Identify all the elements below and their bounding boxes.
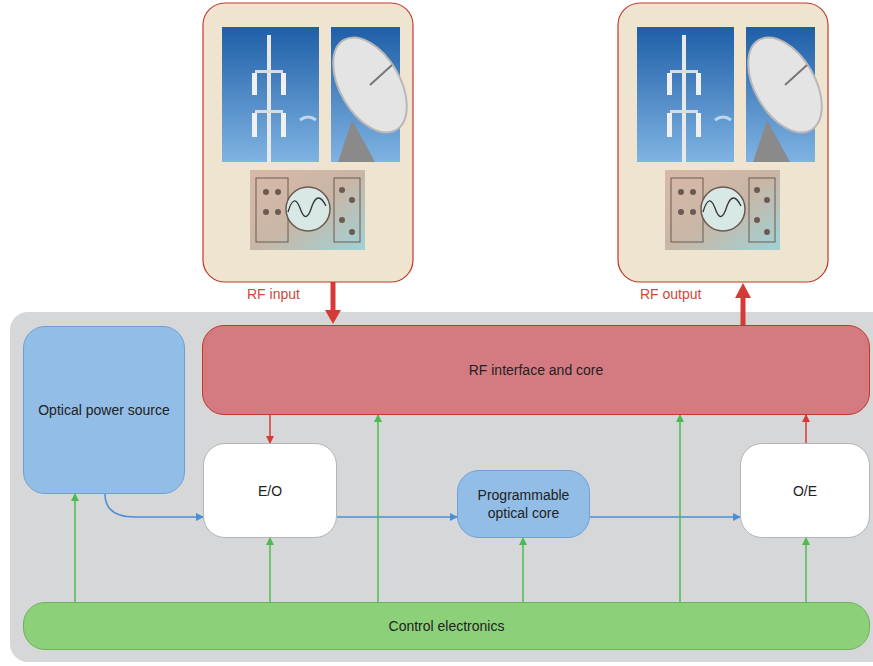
signal-connector	[269, 538, 271, 602]
signal-connector	[269, 415, 271, 443]
signal-connector	[679, 415, 681, 602]
power-source-box: Optical power source	[23, 326, 185, 494]
node-label: E/O	[258, 482, 282, 500]
node-label: O/E	[793, 482, 817, 500]
rf-core-box: RF interface and core	[202, 325, 870, 415]
signal-connector	[337, 516, 457, 518]
node-label: Optical power source	[38, 401, 170, 419]
signal-label: RF input	[247, 285, 300, 303]
signal-connector	[522, 538, 524, 602]
signal-connector	[805, 538, 807, 602]
optical-core-box: Programmable optical core	[457, 470, 590, 538]
node-label: Control electronics	[389, 617, 505, 635]
signal-connector	[377, 415, 379, 602]
node-label: RF interface and core	[469, 361, 604, 379]
signal-connector	[805, 415, 807, 443]
converter-box: O/E	[740, 443, 870, 538]
signal-connector	[105, 494, 203, 517]
signal-connector	[590, 516, 740, 518]
signal-label: RF output	[640, 285, 701, 303]
converter-box: E/O	[203, 443, 337, 538]
control-box: Control electronics	[23, 602, 870, 650]
signal-connector	[74, 494, 76, 602]
node-label: Programmable optical core	[468, 486, 579, 522]
